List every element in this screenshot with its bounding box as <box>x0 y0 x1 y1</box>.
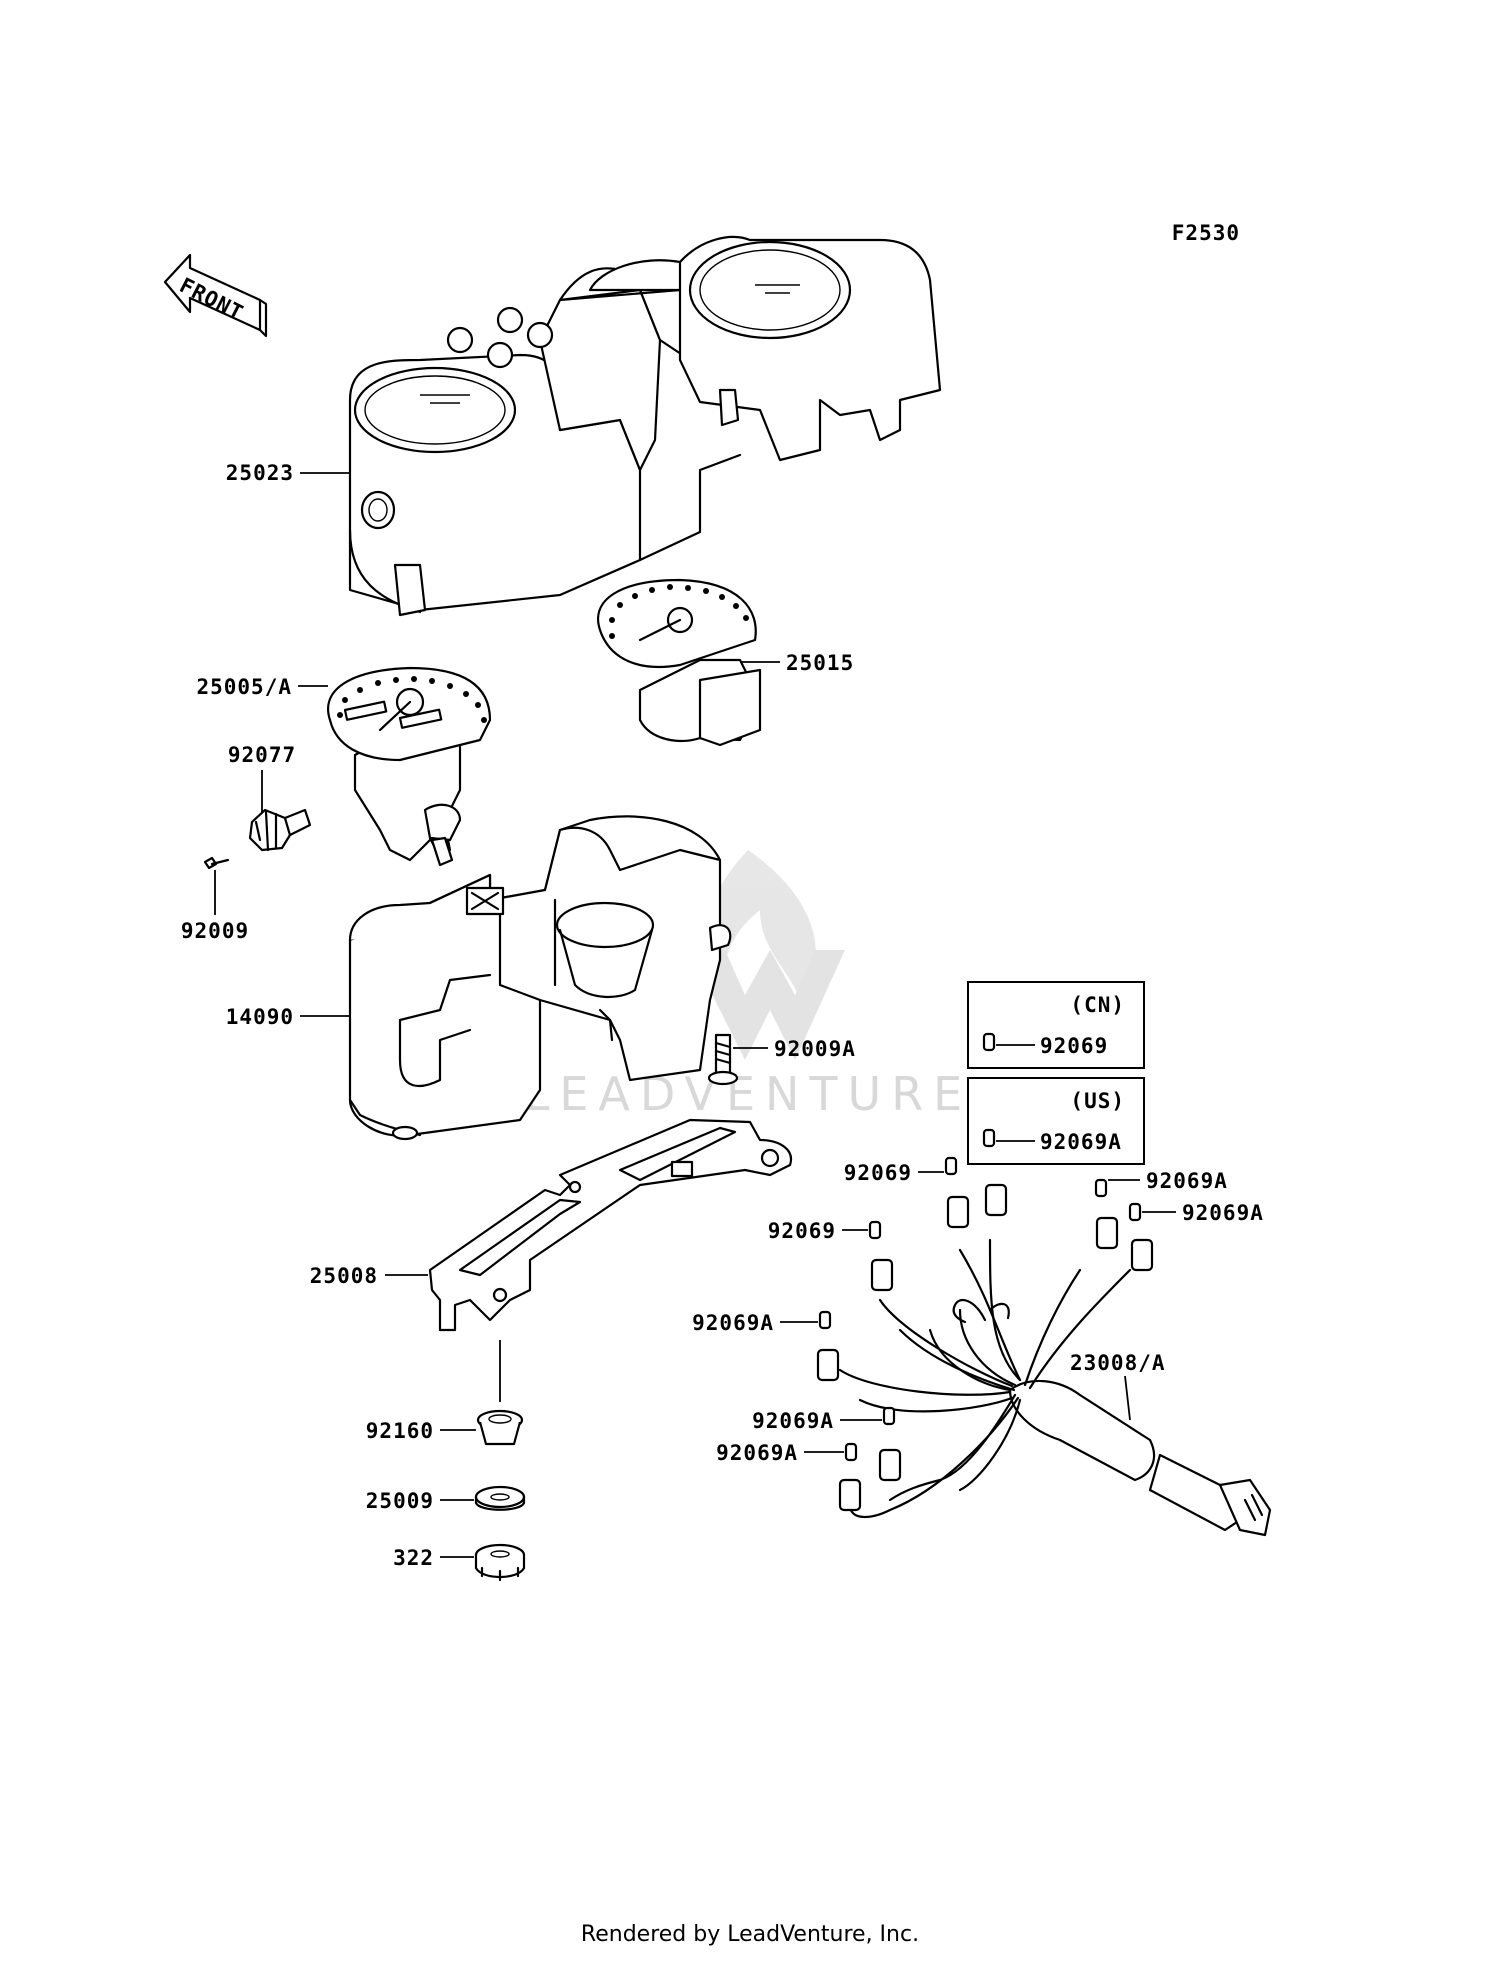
meter-case-lower <box>348 815 732 1141</box>
meter-case-upper <box>348 235 942 617</box>
grommet-92160 <box>476 1409 524 1446</box>
part-label-bulb7: 92069A <box>716 1441 798 1465</box>
washer-25009 <box>474 1485 526 1511</box>
legend-cn-region: (CN) <box>1070 993 1125 1017</box>
part-label-92160: 92160 <box>366 1419 434 1443</box>
part-label-bulb3: 92069A <box>1146 1169 1228 1193</box>
screw-92009 <box>203 856 230 870</box>
nut-322 <box>474 1543 526 1582</box>
figure-code: F2530 <box>1172 221 1240 245</box>
bracket-25008 <box>428 1118 793 1332</box>
part-label-92077: 92077 <box>228 743 296 767</box>
legend-us-region: (US) <box>1070 1089 1125 1113</box>
part-label-bulb5: 92069A <box>692 1311 774 1335</box>
part-label-92009A: 92009A <box>774 1037 856 1061</box>
front-arrow-icon: FRONT <box>163 253 268 338</box>
footer-credit: Rendered by LeadVenture, Inc. <box>580 1922 920 1947</box>
part-label-bulb1: 92069 <box>844 1161 912 1185</box>
part-label-25008: 25008 <box>310 1264 378 1288</box>
part-label-25005A: 25005/A <box>196 675 292 699</box>
legend-us-part: 92069A <box>1040 1130 1122 1154</box>
part-label-92009: 92009 <box>181 919 249 943</box>
watermark-text: LEADVENTURE <box>524 1067 973 1121</box>
part-label-25009: 25009 <box>366 1489 434 1513</box>
legend-us-box: (US) 92069A <box>967 1077 1145 1165</box>
part-label-bulb4: 92069A <box>1182 1201 1264 1225</box>
gauge-25005A <box>327 666 492 867</box>
gear-92077 <box>248 808 312 852</box>
legend-cn-part: 92069 <box>1040 1034 1108 1058</box>
part-label-25015: 25015 <box>786 651 854 675</box>
part-label-23008A: 23008/A <box>1070 1351 1166 1375</box>
legend-cn-box: (CN) 92069 <box>967 981 1145 1069</box>
part-label-14090: 14090 <box>226 1005 294 1029</box>
bulb-icons <box>818 1156 1142 1462</box>
gauge-25015 <box>597 578 762 747</box>
wiring-harness-23008A <box>816 1183 1272 1537</box>
part-label-25023: 25023 <box>226 461 294 485</box>
screw-92009A <box>707 1033 739 1086</box>
part-label-bulb6: 92069A <box>752 1409 834 1433</box>
watermark-logo <box>690 850 845 1060</box>
part-label-bulb2: 92069 <box>768 1219 836 1243</box>
part-label-322: 322 <box>393 1546 434 1570</box>
